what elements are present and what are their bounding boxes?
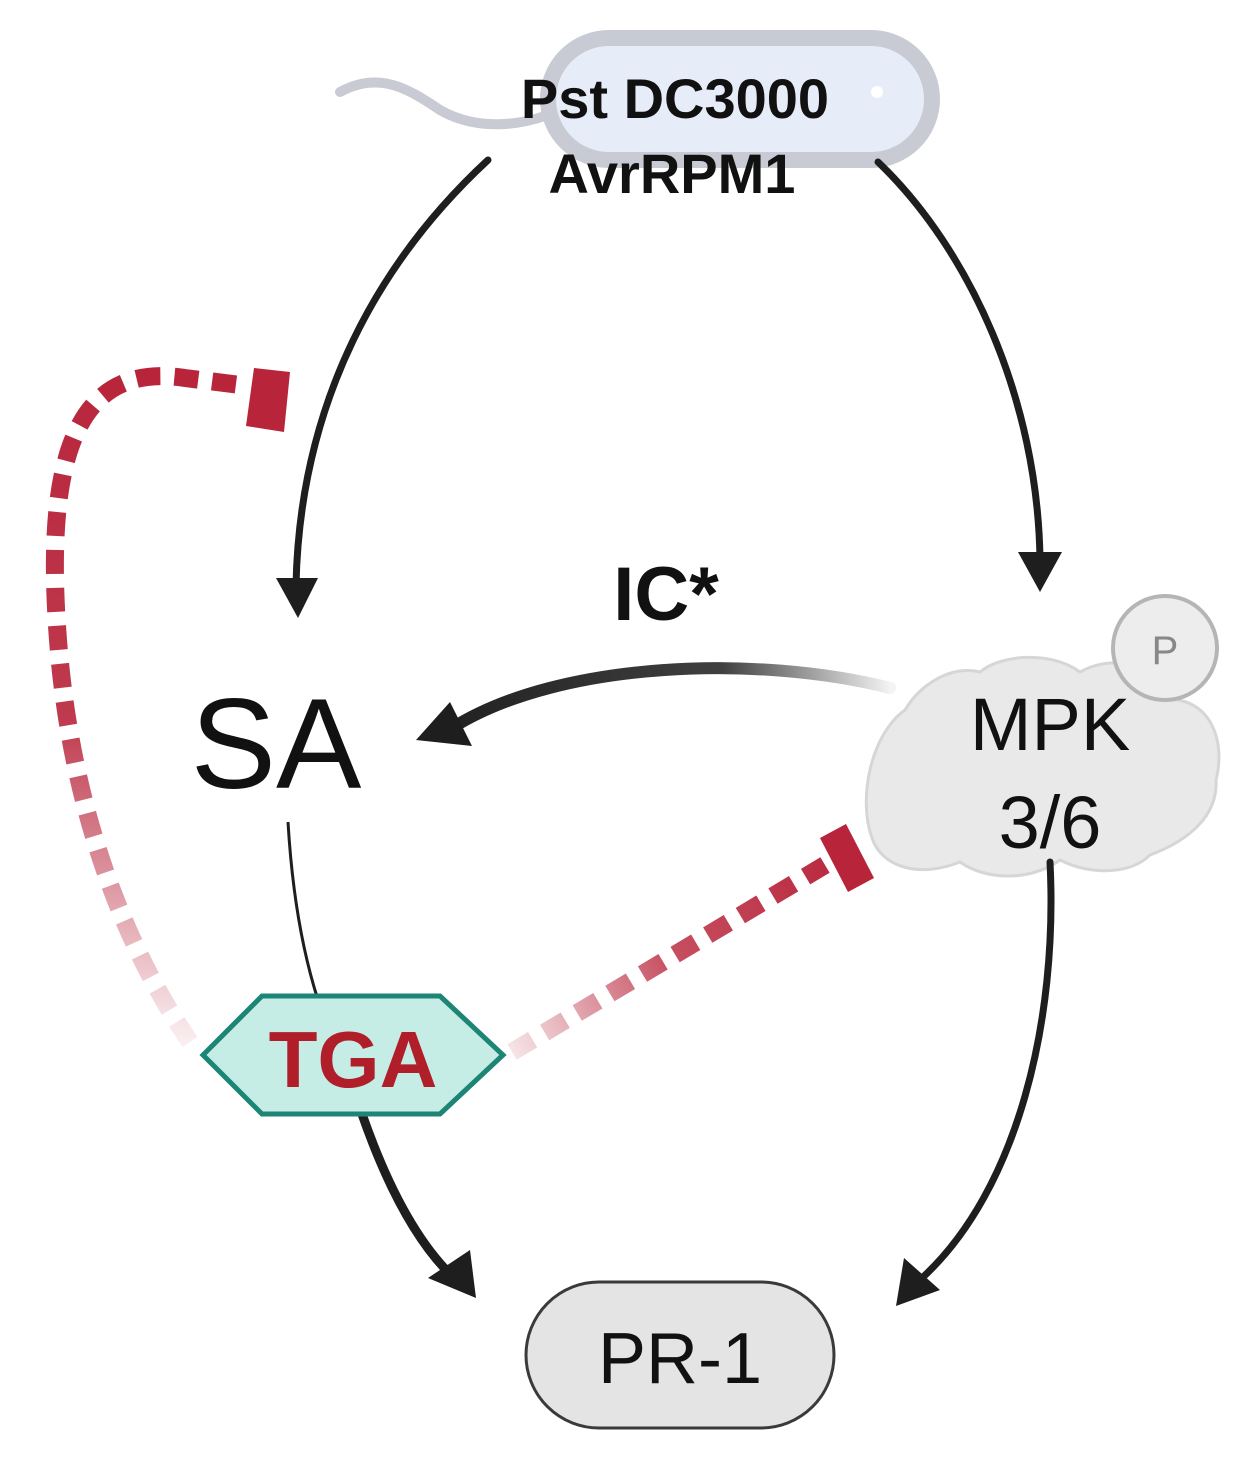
line-sa-to-tga <box>286 821 320 1001</box>
arrow-mpk-to-sa: IC* <box>416 552 896 746</box>
sa-label: SA <box>191 673 362 816</box>
inhibition-tga-to-sa <box>45 367 290 1048</box>
tga-node: TGA <box>199 993 507 1117</box>
pathogen-bacterium: Pst DC3000 AvrRPM1 <box>335 30 940 205</box>
arrow-pathogen-to-sa <box>276 156 492 618</box>
arrow-mpk-to-pr1 <box>896 858 1055 1306</box>
pathogen-label-line2: AvrRPM1 <box>549 142 796 205</box>
arrow-tga-to-pr1 <box>357 1109 476 1298</box>
mpk-label-line1: MPK <box>970 683 1130 766</box>
phospho-label: P <box>1152 629 1179 673</box>
pr1-node: PR-1 <box>524 1280 836 1430</box>
mpk-label-line2: 3/6 <box>999 781 1102 864</box>
pathogen-label-line1: Pst DC3000 <box>521 67 829 130</box>
tga-hexagon-icon <box>199 993 507 1117</box>
inhibition-bar-icon <box>820 824 874 892</box>
mpk-protein-icon <box>864 655 1221 878</box>
flagellum-icon <box>335 77 565 130</box>
arrow-pathogen-to-mpk <box>874 158 1062 592</box>
bacterium-body-icon <box>540 30 940 168</box>
phospho-icon <box>1111 594 1219 702</box>
tga-label: TGA <box>269 1015 438 1104</box>
mpk-node: P MPK 3/6 <box>864 594 1221 878</box>
inhibition-tga-to-mpk <box>507 824 874 1060</box>
inhibition-bar-icon <box>246 368 290 432</box>
ic-label: IC* <box>613 552 719 637</box>
pr1-label: PR-1 <box>598 1319 762 1399</box>
bacterium-spot-icon <box>871 86 883 98</box>
pr1-box <box>524 1280 836 1430</box>
